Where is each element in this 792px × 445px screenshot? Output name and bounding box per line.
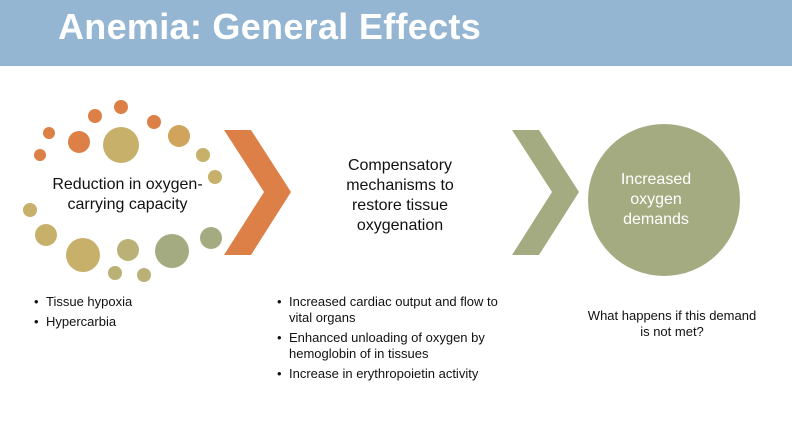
cycle-dot [34,149,46,161]
cycle-dot [200,227,222,249]
cycle-label: Reduction in oxygen-carrying capacity [52,176,203,213]
orange-chevron-arrow [224,130,291,255]
cycle-dot [88,109,102,123]
cycle-dot [66,238,100,272]
cycle-dot [35,224,57,246]
page-title: Anemia: General Effects [58,6,482,47]
list-item: Increased cardiac output and flow to vit… [277,294,499,326]
middle-bullet-list: Increased cardiac output and flow to vit… [277,294,499,386]
list-item: Enhanced unloading of oxygen by hemoglob… [277,330,499,362]
cycle-dot [43,127,55,139]
cycle-dot [23,203,37,217]
cycle-dot [155,234,189,268]
cycle-dot [196,148,210,162]
demand-circle [588,124,740,276]
cycle-dot [108,266,122,280]
cycle-dot [114,100,128,114]
question-text: What happens if this demand is not met? [587,308,757,339]
title-bar: Anemia: General Effects [0,0,792,66]
cycle-dot [147,115,161,129]
cycle-dot [208,170,222,184]
olive-chevron-arrow [512,130,579,255]
compensation-label: Compensatory mechanisms to restore tissu… [346,157,454,234]
cycle-dot [137,268,151,282]
list-item: Hypercarbia [34,314,214,330]
dot-cycle [23,100,222,282]
cycle-dot [68,131,90,153]
cycle-dot [168,125,190,147]
list-item: Tissue hypoxia [34,294,214,310]
demand-label: Increased oxygen demands [620,171,692,228]
cycle-dot [117,239,139,261]
left-bullet-list: Tissue hypoxia Hypercarbia [34,294,214,334]
list-item: Increase in erythropoietin activity [277,366,499,382]
cycle-dot [103,127,139,163]
